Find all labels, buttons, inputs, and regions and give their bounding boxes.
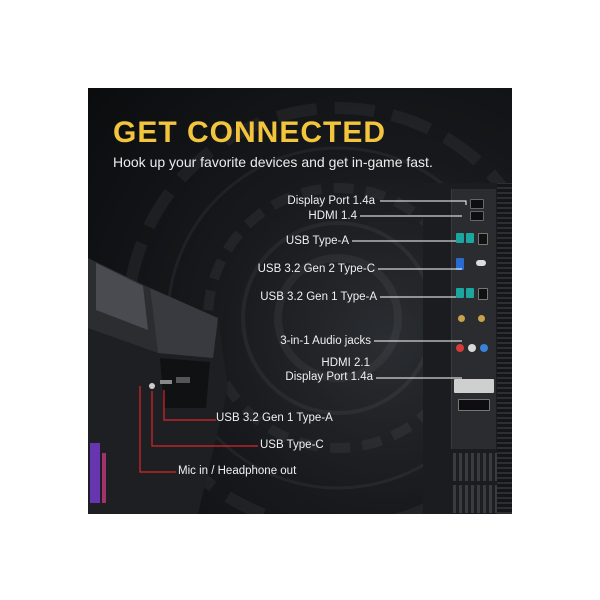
leader-displayport (380, 200, 467, 205)
label-audio-jacks: 3-in-1 Audio jacks (280, 335, 371, 347)
label-front-audio: Mic in / Headphone out (178, 465, 297, 477)
usb-a-port (456, 288, 464, 298)
label-usb-gen2-type-c: USB 3.2 Gen 2 Type-C (257, 263, 375, 275)
front-usb-a-port (176, 377, 190, 383)
tower-rear-io (423, 183, 512, 514)
usb-a-port (478, 233, 488, 245)
label-hdmi: HDMI 1.4 (308, 210, 357, 222)
rgb-light-strip (102, 453, 106, 503)
usb-c-port (476, 260, 486, 266)
leader-front-usb (163, 390, 216, 421)
label-hdmi-21: HDMI 2.1 (321, 357, 370, 369)
usb-a-port (456, 233, 464, 243)
audio-jack (480, 344, 488, 352)
label-front-usb-gen1: USB 3.2 Gen 1 Type-A (216, 412, 333, 424)
gpu-hdmi-port (458, 399, 490, 411)
rear-io-panel (451, 189, 496, 449)
hdmi-port (470, 211, 484, 221)
front-audio-jack (149, 383, 155, 389)
subheadline: Hook up your favorite devices and get in… (113, 154, 433, 170)
label-displayport: Display Port 1.4a (287, 195, 375, 207)
label-usb-type-a: USB Type-A (285, 235, 349, 247)
tower-mesh (497, 183, 512, 514)
antenna-connector (458, 315, 465, 322)
front-usb-c-port (160, 380, 172, 384)
label-usb-gen1-type-a: USB 3.2 Gen 1 Type-A (260, 291, 377, 303)
audio-jack (456, 344, 464, 352)
tower-front-case (88, 258, 228, 514)
headline: GET CONNECTED (113, 116, 387, 149)
label-displayport-gpu: Display Port 1.4a (285, 371, 373, 383)
leader-front-usb-c (151, 391, 258, 447)
displayport-port (470, 199, 484, 209)
usb-a-port (456, 258, 464, 270)
antenna-connector (478, 315, 485, 322)
audio-jack (468, 344, 476, 352)
usb-a-port (478, 288, 488, 300)
gpu-bracket (454, 379, 494, 393)
usb-a-port (466, 288, 474, 298)
usb-a-port (466, 233, 474, 243)
leader-lines (139, 200, 467, 473)
product-feature-panel: GET CONNECTED Hook up your favorite devi… (88, 88, 512, 514)
rgb-light-strip (90, 443, 100, 503)
label-front-usb-c: USB Type-C (260, 439, 324, 451)
leader-front-audio (139, 386, 176, 473)
